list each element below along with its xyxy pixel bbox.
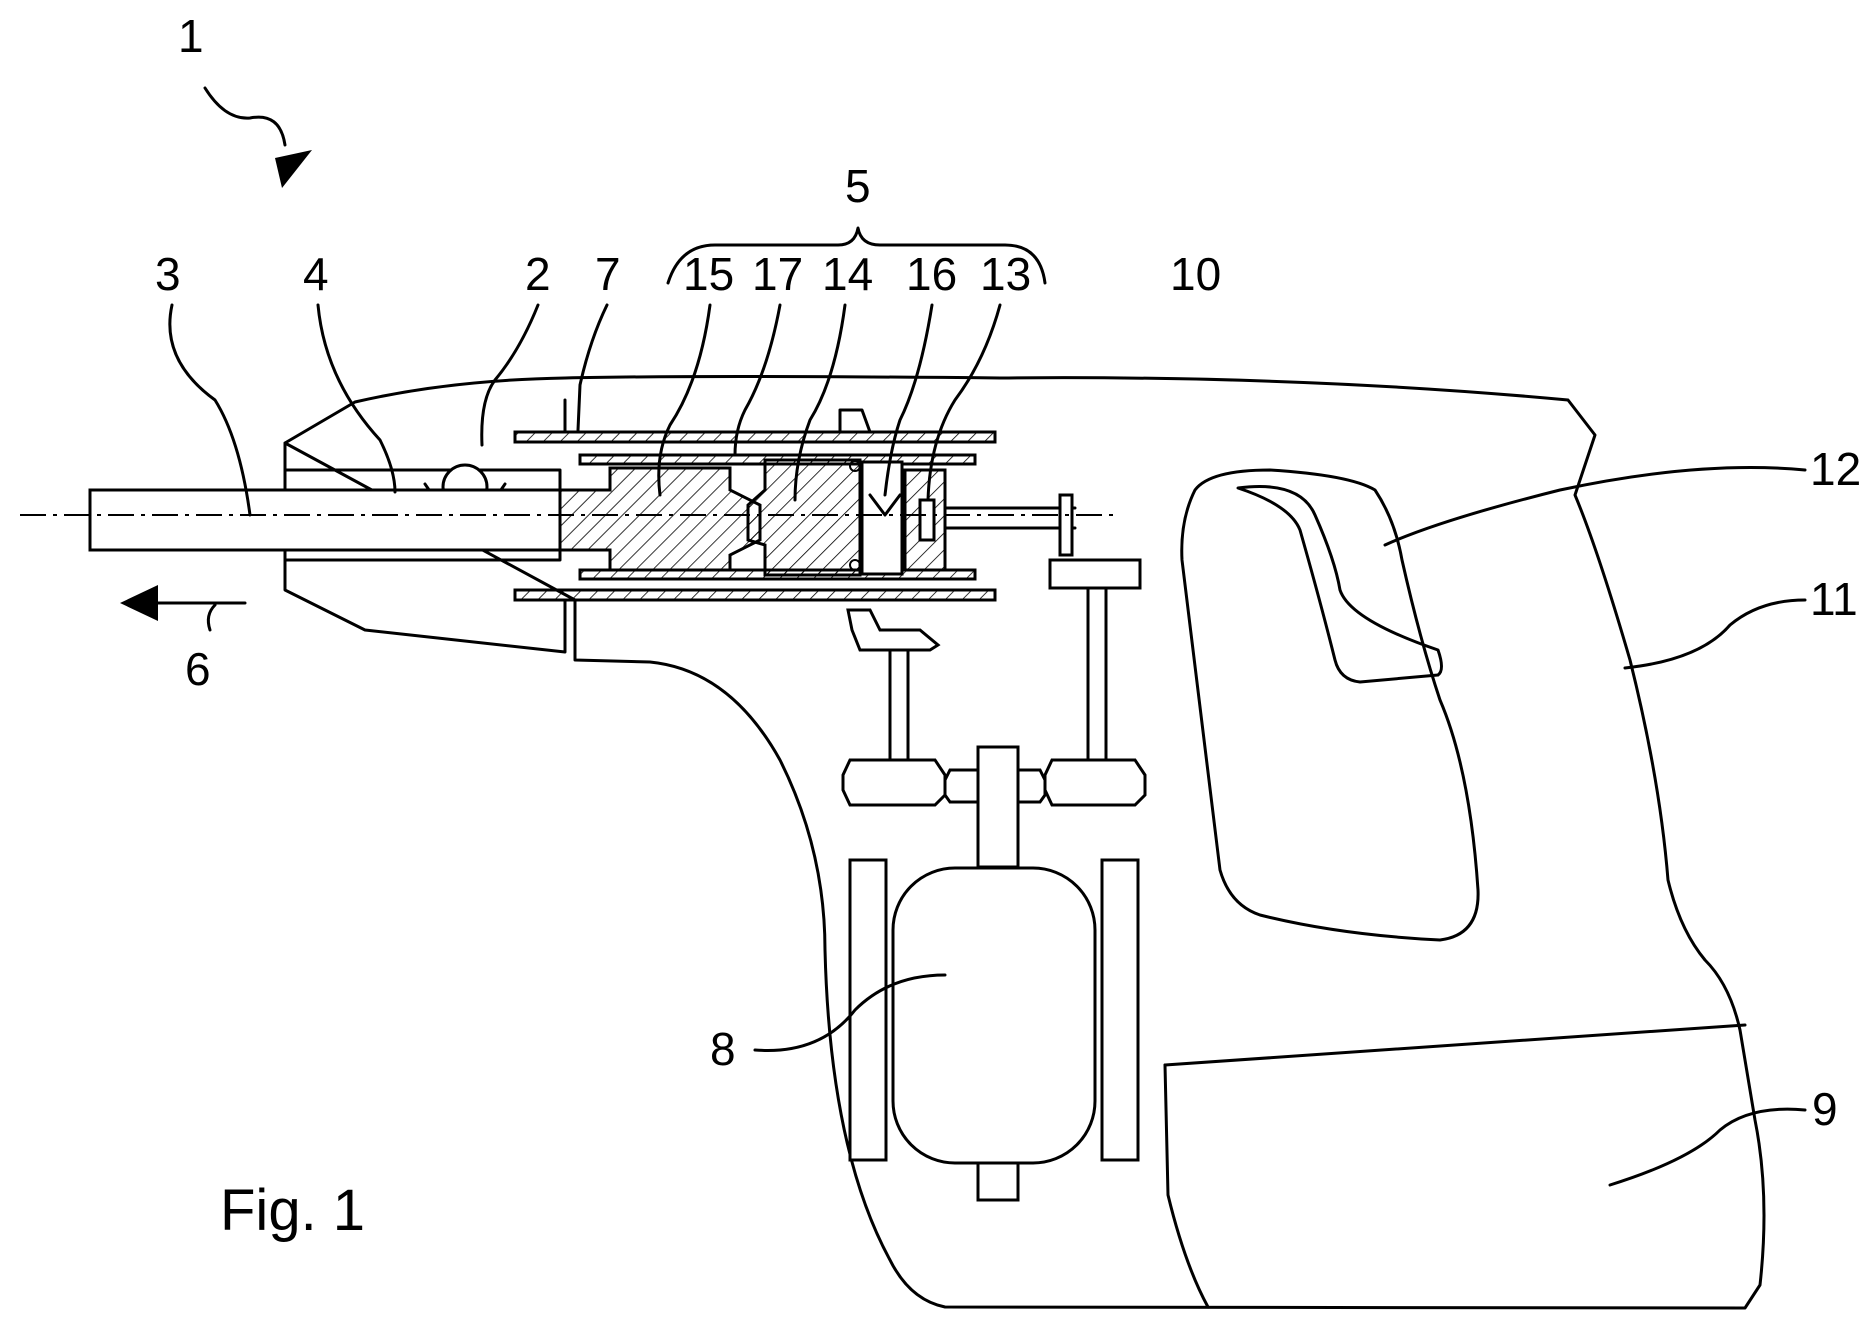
- label-4: 4: [303, 248, 329, 300]
- label-5: 5: [845, 160, 871, 212]
- label-11: 11: [1810, 573, 1858, 625]
- label-2: 2: [525, 248, 551, 300]
- figure-caption: Fig. 1: [220, 1178, 365, 1243]
- operating-switch: [1238, 487, 1442, 682]
- impact-direction-arrow: [120, 585, 245, 621]
- label-3: 3: [155, 248, 181, 300]
- label-16: 16: [906, 248, 957, 300]
- label-9: 9: [1812, 1083, 1838, 1135]
- label-15: 15: [683, 248, 734, 300]
- label-6: 6: [185, 643, 211, 695]
- pneumatic-chamber: [850, 461, 1075, 574]
- label-8: 8: [710, 1023, 736, 1075]
- exciter-piston: [748, 460, 860, 575]
- label-12: 12: [1810, 443, 1861, 495]
- label-13: 13: [980, 248, 1031, 300]
- label-14: 14: [822, 248, 873, 300]
- label-17: 17: [752, 248, 803, 300]
- label-7: 7: [595, 248, 621, 300]
- handle: [1182, 470, 1478, 940]
- label-1: 1: [178, 10, 204, 62]
- electric-motor: [850, 860, 1138, 1163]
- label-10: 10: [1170, 248, 1221, 300]
- tool: [90, 490, 560, 550]
